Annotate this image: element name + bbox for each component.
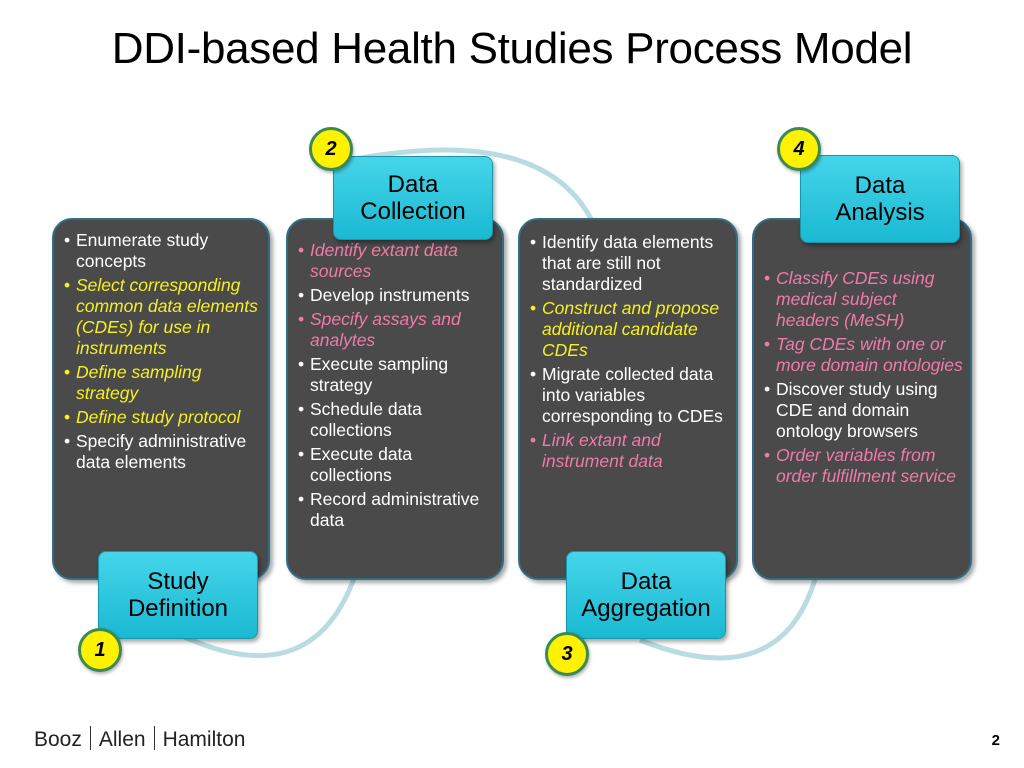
- logo-divider: [153, 726, 155, 750]
- stage-2-item: Develop instruments: [294, 285, 496, 306]
- step-badge-3: 3: [545, 632, 589, 676]
- label-study-definition: Study Definition: [98, 551, 258, 639]
- step-badge-2: 2: [309, 127, 353, 171]
- stage-2-item: Schedule data collections: [294, 399, 496, 441]
- logo-word: Hamilton: [162, 728, 246, 751]
- stage-1-item: Enumerate study concepts: [60, 230, 262, 272]
- logo-word: Allen: [98, 728, 146, 751]
- stage-4-item: Tag CDEs with one or more domain ontolog…: [760, 334, 964, 376]
- label-line: Aggregation: [581, 595, 711, 622]
- label-line: Collection: [360, 198, 466, 225]
- step-badge-1: 1: [78, 628, 122, 672]
- stage-4-item: Discover study using CDE and domain onto…: [760, 379, 964, 442]
- step-badge-4: 4: [777, 127, 821, 171]
- label-line: Study: [147, 568, 209, 595]
- label-data-analysis: Data Analysis: [800, 155, 960, 243]
- company-logo: Booz Allen Hamilton: [34, 726, 245, 752]
- label-line: Data: [620, 568, 672, 595]
- logo-divider: [89, 726, 91, 750]
- stage-1-list: Enumerate study concepts Select correspo…: [60, 230, 262, 473]
- stage-3-item: Link extant and instrument data: [526, 430, 730, 472]
- stage-3-item: Construct and propose additional candida…: [526, 298, 730, 361]
- label-line: Data: [854, 172, 906, 199]
- panel-data-aggregation: Identify data elements that are still no…: [518, 218, 738, 580]
- panel-data-collection: Identify extant data sources Develop ins…: [286, 218, 504, 580]
- stage-4-list: Classify CDEs using medical subject head…: [760, 268, 964, 487]
- stage-2-item: Specify assays and analytes: [294, 309, 496, 351]
- stage-1-item: Specify administrative data elements: [60, 431, 262, 473]
- stage-2-item: Execute sampling strategy: [294, 354, 496, 396]
- arc-2-to-3: [349, 147, 603, 241]
- panel-data-analysis: Classify CDEs using medical subject head…: [752, 218, 972, 580]
- stage-2-item: Record administrative data: [294, 489, 496, 531]
- logo-word: Booz: [34, 728, 82, 751]
- panel-study-definition: Enumerate study concepts Select correspo…: [52, 218, 270, 580]
- page-title: DDI-based Health Studies Process Model: [111, 24, 913, 73]
- stage-2-item: Execute data collections: [294, 444, 496, 486]
- stage-2-item: Identify extant data sources: [294, 240, 496, 282]
- stage-3-list: Identify data elements that are still no…: [526, 232, 730, 472]
- page-number: 2: [991, 732, 1000, 749]
- stage-1-item: Select corresponding common data element…: [60, 275, 262, 359]
- stage-4-item: Order variables from order fulfillment s…: [760, 445, 964, 487]
- arc-3-to-4: [639, 559, 823, 661]
- label-line: Data: [387, 171, 439, 198]
- stage-2-list: Identify extant data sources Develop ins…: [294, 240, 496, 531]
- stage-3-item: Migrate collected data into variables co…: [526, 364, 730, 427]
- stage-1-item: Define sampling strategy: [60, 362, 262, 404]
- label-line: Definition: [127, 595, 229, 622]
- label-data-aggregation: Data Aggregation: [566, 551, 726, 639]
- stage-3-item: Identify data elements that are still no…: [526, 232, 730, 295]
- label-line: Analysis: [835, 199, 925, 226]
- stage-4-item: Classify CDEs using medical subject head…: [760, 268, 964, 331]
- label-data-collection: Data Collection: [333, 156, 493, 240]
- stage-1-item: Define study protocol: [60, 407, 262, 428]
- arc-1-to-2: [178, 559, 363, 659]
